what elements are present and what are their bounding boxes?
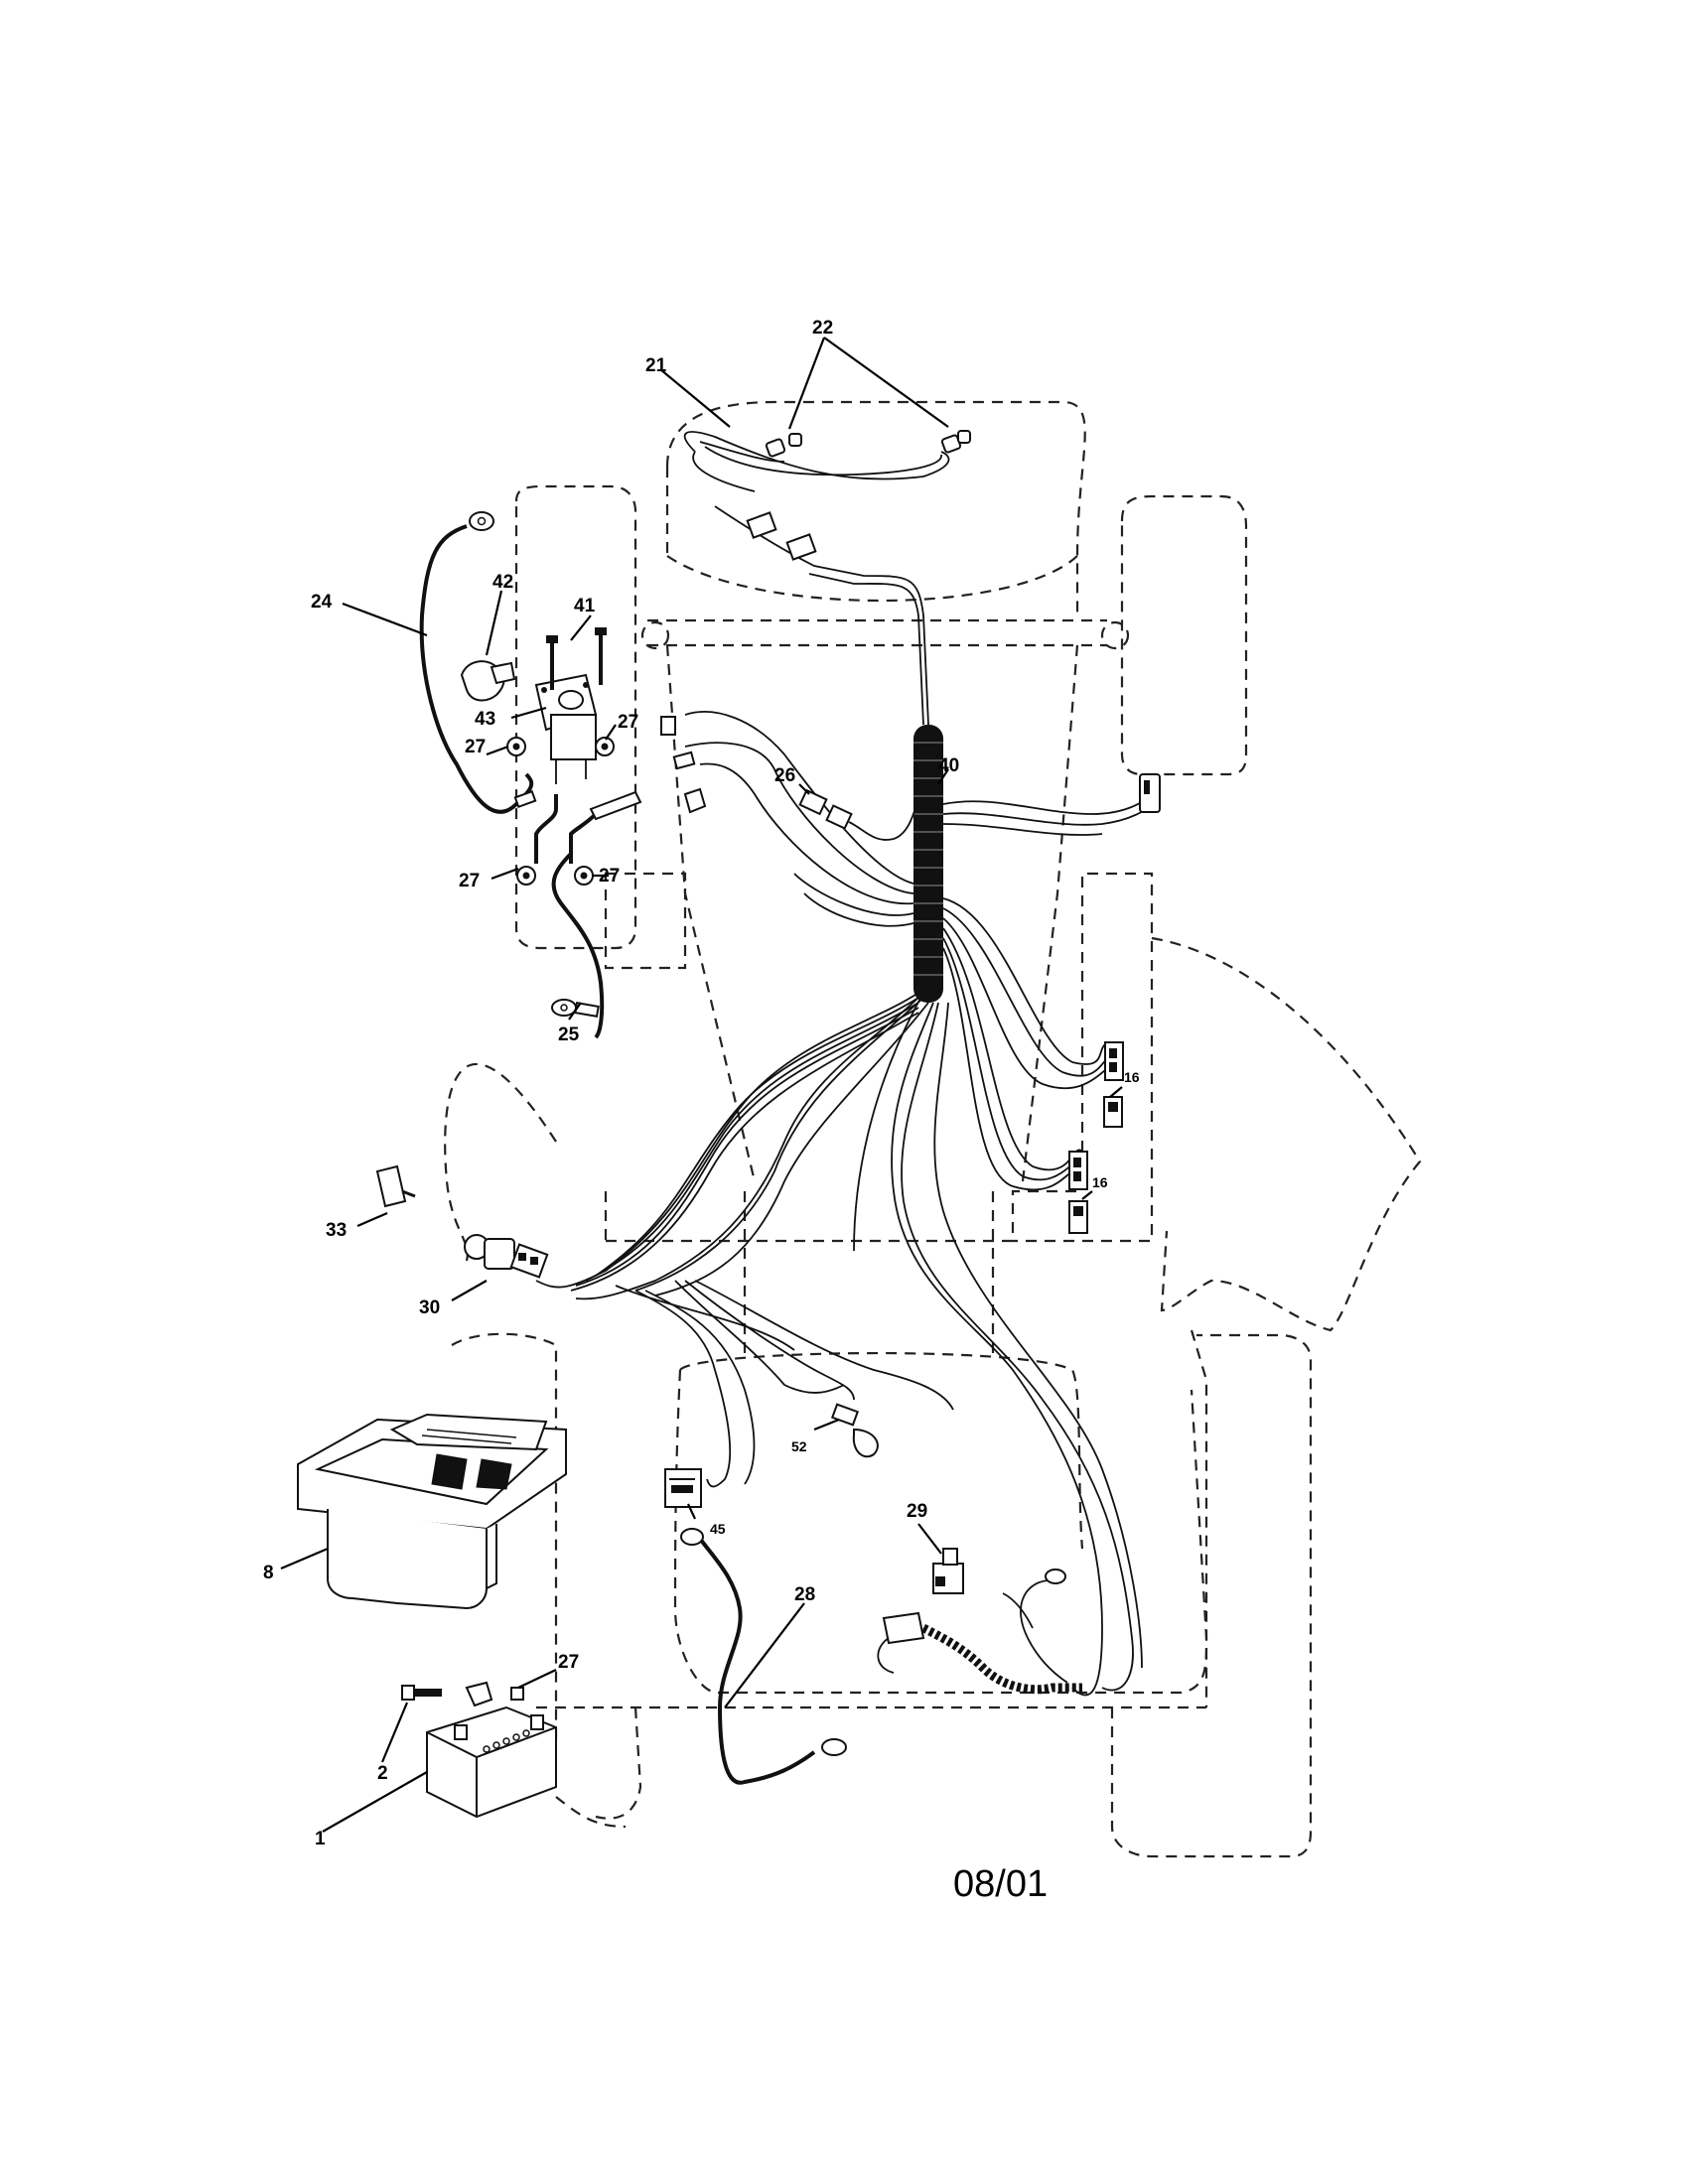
coiled-sheathing [913,725,943,1003]
callout-16-a: 16 [1124,1069,1140,1085]
key-33 [375,1164,416,1208]
callout-27-e: 27 [558,1652,579,1673]
battery-tray-8 [297,1413,567,1610]
ignition-switch-30 [464,1234,549,1279]
ground-cable-25 [551,852,605,1039]
terminal-nut [465,1681,524,1707]
label-45 [664,1468,702,1508]
callout-22: 22 [812,318,833,339]
callout-26: 26 [774,765,795,786]
seat-switch-29 [932,1548,964,1594]
switch-16-lower [1068,1151,1088,1234]
callout-27-d: 27 [599,866,620,887]
callout-27-c: 27 [459,871,480,891]
chassis-outline [444,400,1422,1858]
callout-16-b: 16 [1092,1174,1108,1190]
connector-26 [798,788,919,841]
callout-40: 40 [938,755,959,776]
right-connector [1139,773,1161,813]
connector-52 [830,1403,879,1458]
bolts-41 [546,627,607,690]
callout-27-b: 27 [465,737,486,757]
battery-cable-24 [419,511,537,814]
callout-33: 33 [326,1220,347,1241]
solenoid-43 [534,673,598,784]
callout-8: 8 [263,1563,274,1583]
callout-29: 29 [907,1501,927,1522]
solenoid-wires [534,790,642,864]
cable-28 [680,1528,847,1785]
callout-52: 52 [791,1438,807,1454]
battery-1 [426,1706,557,1819]
switch-16-upper [1103,1041,1124,1128]
callout-43: 43 [475,709,495,730]
main-harness [535,431,1158,1697]
callout-45: 45 [710,1521,726,1537]
bolt-2 [401,1685,442,1701]
date-code: 08/01 [953,1863,1048,1905]
callout-41: 41 [574,596,596,616]
callout-25: 25 [558,1024,580,1045]
terminals-center [660,716,707,814]
callout-28: 28 [794,1584,815,1605]
callout-21: 21 [645,355,667,376]
callout-labels: 21 22 24 42 41 43 27 27 27 27 25 26 40 1… [263,318,1140,1849]
rear-light-sockets [765,430,971,458]
callout-leaders [280,337,1123,1833]
callout-42: 42 [492,572,513,593]
boot-42 [460,660,516,702]
callout-30: 30 [419,1297,440,1318]
coiled-cord [877,1569,1082,1695]
callout-2: 2 [377,1763,388,1784]
callout-27-a: 27 [618,712,638,733]
harness-connectors-top [746,511,817,561]
callout-24: 24 [311,592,333,613]
callout-1: 1 [315,1829,326,1849]
nuts-27 [506,737,615,886]
